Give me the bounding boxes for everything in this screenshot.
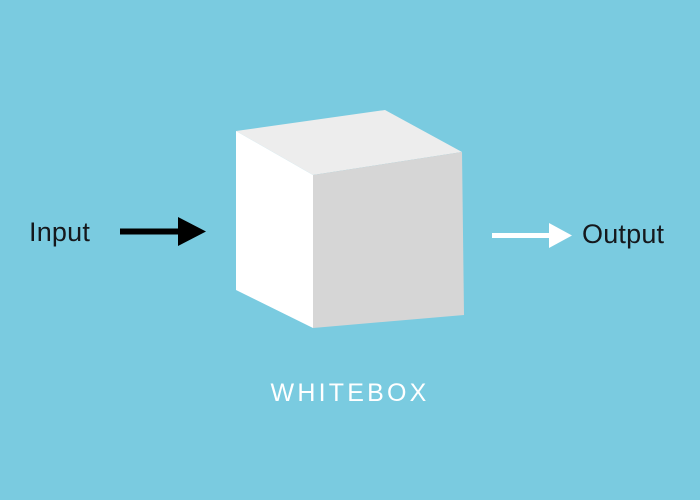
whitebox-cube (236, 110, 464, 328)
whitebox-caption: WHITEBOX (270, 379, 430, 407)
cube-face-right (313, 152, 464, 328)
input-label: Input (29, 217, 91, 247)
output-label: Output (582, 219, 665, 249)
output-arrow (492, 223, 572, 248)
output-arrow-head (549, 223, 572, 248)
output-arrow-shaft (492, 233, 554, 238)
input-arrow-shaft (120, 228, 184, 235)
input-arrow (120, 217, 206, 246)
cube-face-top (236, 110, 462, 175)
input-arrow-head (178, 217, 206, 246)
cube-face-left (236, 131, 313, 328)
